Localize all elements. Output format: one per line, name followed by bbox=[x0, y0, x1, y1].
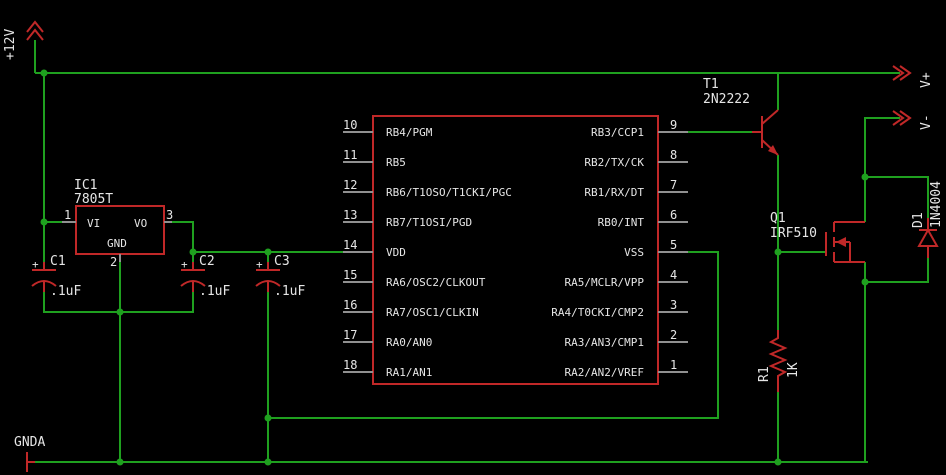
mcu-pin-number: 13 bbox=[343, 208, 357, 222]
mcu-pin-number: 6 bbox=[670, 208, 677, 222]
mcu-pin-name: RB1/RX/DT bbox=[584, 186, 644, 199]
c2-ref: C2 bbox=[199, 254, 215, 269]
junction-dot bbox=[189, 248, 197, 256]
mcu-pin-number: 10 bbox=[343, 118, 357, 132]
junction-dot bbox=[774, 248, 782, 256]
ic1-ref: IC1 bbox=[74, 178, 97, 193]
mcu-pin-name: RA3/AN3/CMP1 bbox=[565, 336, 644, 349]
mcu-pin-name: RB4/PGM bbox=[386, 126, 433, 139]
mcu-pin-number: 1 bbox=[670, 358, 677, 372]
ic1-pin-vi: VI bbox=[87, 217, 100, 230]
c3-value: .1uF bbox=[274, 284, 305, 299]
wire-diode-top bbox=[865, 176, 929, 218]
c2-value: .1uF bbox=[199, 284, 230, 299]
ic1-pin3-num: 3 bbox=[166, 208, 173, 222]
mcu-pin-number: 7 bbox=[670, 178, 677, 192]
mcu-pin-number: 3 bbox=[670, 298, 677, 312]
junction-dot bbox=[264, 458, 272, 466]
mcu-pin-name: RA6/OSC2/CLKOUT bbox=[386, 276, 486, 289]
mcu-pin-name: VSS bbox=[624, 246, 644, 259]
ic1-part: 7805T bbox=[74, 192, 113, 207]
q1-part: IRF510 bbox=[770, 226, 817, 241]
c3-ref: C3 bbox=[274, 254, 290, 269]
svg-text:+: + bbox=[256, 258, 263, 271]
svg-text:+: + bbox=[32, 258, 39, 271]
mcu-pin-number: 15 bbox=[343, 268, 357, 282]
mcu-pin-number: 4 bbox=[670, 268, 677, 282]
capacitor-c1: + C1 .1uF bbox=[31, 254, 81, 299]
mcu-pin-number: 16 bbox=[343, 298, 357, 312]
mcu-pin-name: RB5 bbox=[386, 156, 406, 169]
r1-ref: R1 bbox=[757, 366, 772, 382]
mcu-pin-name: VDD bbox=[386, 246, 406, 259]
mcu-pin-number: 17 bbox=[343, 328, 357, 342]
r1-value: 1K bbox=[786, 362, 801, 378]
junction-dot bbox=[116, 458, 124, 466]
mcu-pin-number: 8 bbox=[670, 148, 677, 162]
mcu-pin-name: RB2/TX/CK bbox=[584, 156, 644, 169]
wire-ic1-out bbox=[172, 221, 194, 252]
mcu-pin-name: RB7/T1OSI/PGD bbox=[386, 216, 472, 229]
mcu-pin-number: 9 bbox=[670, 118, 677, 132]
mcu-pin-number: 12 bbox=[343, 178, 357, 192]
junction-dot bbox=[774, 458, 782, 466]
mcu-pin-name: RB3/CCP1 bbox=[591, 126, 644, 139]
vminus-output-symbol: V- bbox=[892, 110, 934, 130]
d1-part: 1N4004 bbox=[929, 181, 944, 228]
wire-vminus bbox=[864, 117, 900, 222]
vminus-label: V- bbox=[919, 114, 934, 130]
junction-dot bbox=[264, 414, 272, 422]
gnd-label: GNDA bbox=[14, 435, 45, 450]
ic1-pin-vo: VO bbox=[134, 217, 147, 230]
ic1-pin2-num: 2 bbox=[110, 255, 117, 269]
mcu-pin-name: RB0/INT bbox=[598, 216, 645, 229]
t1-part: 2N2222 bbox=[703, 92, 750, 107]
capacitor-c3: + C3 .1uF bbox=[255, 254, 305, 299]
diode-d1: D1 1N4004 bbox=[911, 181, 944, 258]
mcu-pin-name: RA0/AN0 bbox=[386, 336, 432, 349]
wire-diode-bottom bbox=[865, 258, 929, 283]
wires bbox=[34, 40, 929, 463]
wire-vcc-to-ic1 bbox=[43, 73, 62, 223]
capacitor-c2: + C2 .1uF bbox=[180, 254, 230, 299]
gnd-symbol: GNDA bbox=[14, 435, 45, 472]
mosfet-q1: Q1 IRF510 bbox=[770, 211, 865, 263]
d1-ref: D1 bbox=[911, 212, 926, 228]
vcc-label: +12V bbox=[3, 29, 18, 60]
mcu-pin-number: 2 bbox=[670, 328, 677, 342]
mcu-pin-name: RA1/AN1 bbox=[386, 366, 432, 379]
mcu-pin-name: RA4/T0CKI/CMP2 bbox=[551, 306, 644, 319]
microcontroller-ic: 10RB4/PGM11RB512RB6/T1OSO/T1CKI/PGC13RB7… bbox=[343, 115, 688, 385]
svg-text:+: + bbox=[181, 258, 188, 271]
junction-dot bbox=[861, 278, 869, 286]
junction-dot bbox=[264, 248, 272, 256]
c1-ref: C1 bbox=[50, 254, 66, 269]
junction-dot bbox=[861, 173, 869, 181]
t1-ref: T1 bbox=[703, 77, 719, 92]
junction-dot bbox=[116, 308, 124, 316]
vplus-output-symbol: V+ bbox=[892, 65, 934, 88]
mcu-pin-name: RA5/MCLR/VPP bbox=[565, 276, 645, 289]
mcu-pin-name: RB6/T1OSO/T1CKI/PGC bbox=[386, 186, 512, 199]
transistor-t1: T1 2N2222 bbox=[703, 77, 779, 156]
mcu-pin-number: 11 bbox=[343, 148, 357, 162]
ic1-pin-gnd: GND bbox=[107, 237, 127, 250]
vplus-label: V+ bbox=[919, 72, 934, 88]
ic1-pin1-num: 1 bbox=[64, 208, 71, 222]
resistor-r1: R1 1K bbox=[757, 330, 801, 392]
junctions bbox=[40, 69, 869, 466]
mcu-pin-name: RA7/OSC1/CLKIN bbox=[386, 306, 479, 319]
mcu-pin-number: 5 bbox=[670, 238, 677, 252]
junction-dot bbox=[40, 69, 48, 77]
junction-dot bbox=[40, 218, 48, 226]
c1-value: .1uF bbox=[50, 284, 81, 299]
q1-ref: Q1 bbox=[770, 211, 786, 226]
mcu-pin-number: 14 bbox=[343, 238, 357, 252]
mcu-pin-name: RA2/AN2/VREF bbox=[565, 366, 644, 379]
vcc-supply-symbol: +12V bbox=[3, 20, 44, 60]
ic1-regulator: IC1 7805T VI VO GND 1 3 2 bbox=[62, 178, 173, 269]
wire-vss bbox=[268, 251, 719, 419]
mcu-pin-number: 18 bbox=[343, 358, 357, 372]
